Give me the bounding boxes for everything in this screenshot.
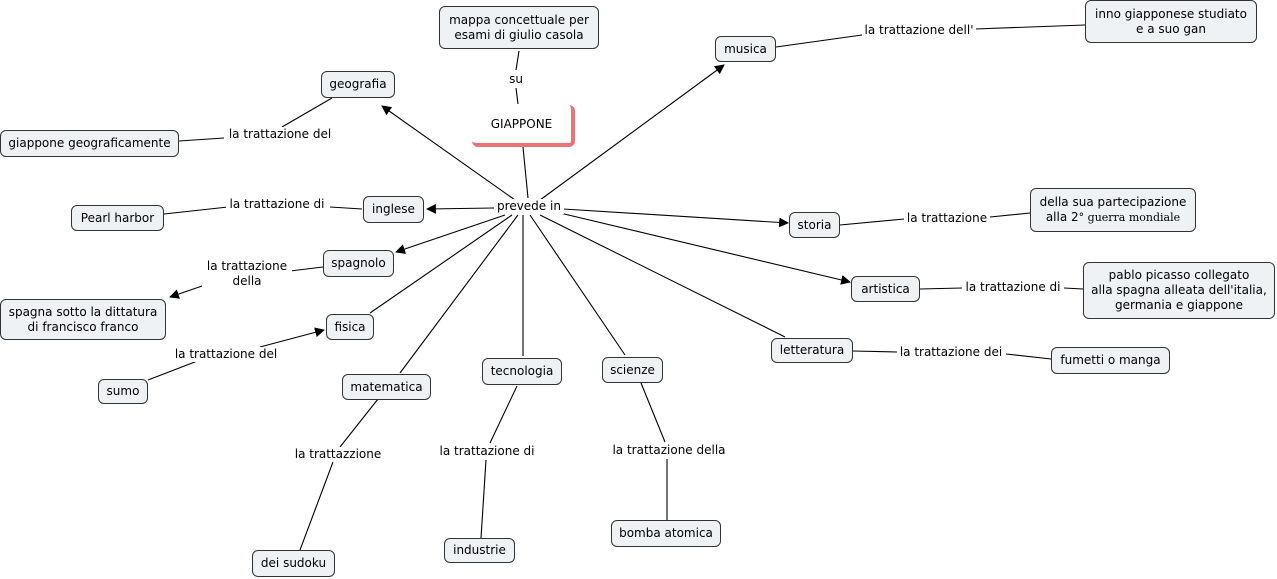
- link-label-letteratura: la trattazione dei: [897, 345, 1005, 360]
- topic-inglese: Pearl harbor: [71, 205, 164, 231]
- root-node: GIAPPONE: [472, 105, 575, 147]
- edge-scienze-label: [640, 382, 666, 443]
- link-label-musica: la trattazione dell': [862, 23, 976, 38]
- edge-storia-label: [839, 218, 905, 226]
- link-label-fisica: la trattazione del: [172, 347, 280, 362]
- subject-spagnolo: spagnolo: [323, 250, 394, 277]
- edge-musica-topic: [974, 24, 1086, 30]
- subject-storia: storia: [789, 212, 840, 238]
- edge-hub-scienze: [529, 214, 626, 356]
- topic-spagnolo: spagna sotto la dittatura di francisco f…: [0, 299, 166, 340]
- hub-label: prevede in: [494, 199, 564, 214]
- link-label-artistica: la trattazione di: [962, 280, 1064, 295]
- edge-inglese-label: [329, 206, 363, 210]
- intro-node: mappa concettuale per esami di giulio ca…: [439, 6, 599, 49]
- edge-hub-inglese: [426, 203, 495, 214]
- edge-geografia-topic: [178, 137, 225, 142]
- subject-scienze: scienze: [602, 357, 663, 383]
- edge-hub-geografia: [381, 105, 516, 201]
- subject-musica: musica: [715, 36, 776, 62]
- link-label-matematica: la trattazzione: [292, 447, 384, 462]
- edge-hub-musica: [539, 64, 725, 201]
- edge-matematica-label: [339, 398, 379, 448]
- link-label-tecnologia: la trattazione di: [436, 444, 538, 459]
- edge-letteratura-topic: [1005, 353, 1052, 360]
- topic-storia: della sua partecipazione alla 2° guerra …: [1030, 188, 1196, 232]
- subject-letteratura: letteratura: [771, 338, 853, 363]
- subject-tecnologia: tecnologia: [482, 358, 562, 385]
- edge-tecnologia-label: [489, 385, 518, 444]
- subject-matematica: matematica: [342, 374, 431, 400]
- link-label-inglese: la trattazione di: [226, 197, 328, 212]
- link-label-spagnolo: la trattazione della: [202, 259, 292, 289]
- subject-fisica: fisica: [326, 314, 374, 340]
- edge-spagnolo-topic: [169, 284, 206, 299]
- topic-storia-text: della sua partecipazione alla 2° guerra …: [1039, 195, 1187, 224]
- topic-letteratura: fumetti o manga: [1051, 347, 1170, 374]
- edge-geografia-label: [281, 97, 333, 128]
- subject-inglese: inglese: [363, 196, 424, 223]
- edge-artistica-topic: [1063, 287, 1084, 290]
- edge-hub-letteratura: [539, 214, 786, 338]
- edge-intro-su: [515, 50, 520, 71]
- subject-geografia: geografia: [321, 71, 395, 98]
- edge-storia-topic: [989, 212, 1031, 218]
- edge-fisica-topic: [147, 359, 201, 381]
- intro-link-label: su: [506, 72, 526, 87]
- link-label-geografia: la trattazione del: [224, 127, 336, 142]
- topic-storia-suffix: ° guerra mondiale: [1078, 211, 1181, 224]
- link-label-storia: la trattazione: [904, 211, 990, 226]
- topic-matematica: dei sudoku: [252, 550, 335, 577]
- edge-tecnologia-topic: [480, 459, 487, 539]
- topic-fisica: sumo: [98, 379, 148, 404]
- edge-letteratura-label: [852, 350, 898, 353]
- topic-musica: inno giapponese studiato e a suo gan: [1085, 0, 1257, 43]
- topic-tecnologia: industrie: [444, 538, 515, 563]
- edge-spagnolo-label: [289, 266, 324, 272]
- edge-su-root: [515, 87, 519, 105]
- edge-matematica-topic: [299, 461, 334, 551]
- link-label-scienze: la trattazione della: [609, 443, 729, 458]
- edge-hub-spagnolo: [395, 214, 506, 254]
- topic-geografia: giappone geograficamente: [0, 130, 179, 157]
- edge-hub-storia: [562, 208, 789, 228]
- topic-artistica: pablo picasso collegato alla spagna alle…: [1083, 262, 1275, 319]
- edge-fisica-label: [259, 327, 325, 348]
- edge-inglese-topic: [163, 206, 229, 215]
- edge-hub-matematica: [399, 214, 519, 374]
- edge-musica-label: [775, 34, 863, 48]
- edge-hub-fisica: [369, 214, 513, 314]
- subject-artistica: artistica: [851, 276, 920, 302]
- edge-artistica-label: [919, 287, 963, 290]
- edge-hub-artistica: [559, 212, 851, 285]
- topic-scienze: bomba atomica: [611, 520, 721, 547]
- edge-root-hub: [522, 146, 529, 199]
